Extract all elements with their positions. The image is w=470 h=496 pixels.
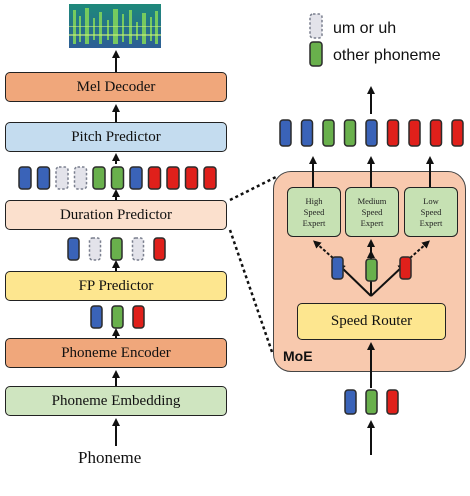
legend-other-swatch	[309, 41, 323, 67]
moe-input-phoneme-token	[344, 389, 357, 415]
duration-output-phoneme-token	[184, 166, 199, 190]
fp-output-phoneme-token	[67, 237, 80, 261]
speed-router-label: Speed Router	[330, 313, 413, 329]
input-phoneme-label: Phoneme	[78, 448, 142, 467]
moe-output-phoneme-token	[386, 119, 400, 147]
moe-input-phoneme-token	[386, 389, 399, 415]
duration-output-phoneme-token	[92, 166, 106, 190]
moe-output-phoneme-token	[365, 119, 378, 147]
fp-output-filler-token	[88, 237, 102, 261]
low-speed-expert-block: Low Speed Expert	[404, 187, 458, 237]
moe-output-phoneme-token	[300, 119, 314, 147]
router-out-phoneme-token	[365, 258, 378, 282]
medium-speed-expert-block: Medium Speed Expert	[345, 187, 399, 237]
moe-label: MoE	[283, 348, 313, 364]
fp-output-phoneme-token	[110, 237, 123, 261]
high-speed-expert-block: High Speed Expert	[287, 187, 341, 237]
pitch-predictor-block: Pitch Predictor	[5, 122, 227, 152]
duration-output-phoneme-token	[110, 166, 125, 190]
fp-predictor-label: FP Predictor	[78, 277, 154, 294]
phoneme-encoder-label: Phoneme Encoder	[61, 344, 171, 361]
moe-output-phoneme-token	[343, 119, 357, 147]
mel-decoder-block: Mel Decoder	[5, 72, 227, 102]
duration-output-phoneme-token	[203, 166, 217, 190]
encoder-output-phoneme-token	[90, 305, 103, 329]
duration-predictor-block: Duration Predictor	[5, 200, 227, 230]
arrow-router-to-red	[370, 263, 406, 297]
zoom-connector-top	[229, 174, 279, 202]
duration-output-phoneme-token	[36, 166, 51, 190]
legend-filler-swatch	[309, 13, 323, 39]
router-out-phoneme-token	[331, 256, 344, 280]
moe-output-phoneme-token	[322, 119, 335, 147]
medium-speed-expert-label: Medium Speed Expert	[357, 195, 387, 228]
duration-predictor-label: Duration Predictor	[59, 206, 173, 223]
phoneme-embedding-block: Phoneme Embedding	[5, 386, 227, 416]
duration-output-filler-token	[73, 166, 88, 190]
fp-predictor-block: FP Predictor	[5, 271, 227, 301]
duration-output-phoneme-token	[147, 166, 162, 190]
mel-spectrogram-image	[69, 4, 161, 48]
duration-output-phoneme-token	[18, 166, 32, 190]
duration-output-phoneme-token	[129, 166, 143, 190]
duration-output-filler-token	[55, 166, 69, 190]
speed-router-block: Speed Router	[297, 303, 446, 340]
moe-output-phoneme-token	[429, 119, 443, 147]
moe-output-phoneme-token	[408, 119, 421, 147]
phoneme-encoder-block: Phoneme Encoder	[5, 338, 227, 368]
moe-output-phoneme-token	[279, 119, 292, 147]
arrow-red-to-low-expert	[409, 240, 430, 259]
low-speed-expert-label: Low Speed Expert	[419, 195, 443, 228]
phoneme-embedding-label: Phoneme Embedding	[51, 392, 181, 409]
fp-output-filler-token	[131, 237, 145, 261]
encoder-output-phoneme-token	[111, 305, 124, 329]
mel-decoder-label: Mel Decoder	[76, 78, 156, 95]
router-out-phoneme-token	[399, 256, 412, 280]
legend-filler-label: um or uh	[333, 20, 397, 37]
pitch-predictor-label: Pitch Predictor	[71, 128, 161, 145]
moe-input-phoneme-token	[365, 389, 378, 415]
moe-output-phoneme-token	[451, 119, 464, 147]
duration-output-phoneme-token	[166, 166, 180, 190]
token-layer	[18, 13, 464, 415]
arrow-router-to-blue	[337, 263, 372, 297]
fp-output-phoneme-token	[153, 237, 166, 261]
arrow-blue-to-high-expert	[313, 240, 334, 259]
high-speed-expert-label: High Speed Expert	[302, 195, 326, 228]
legend-other-label: other phoneme	[333, 47, 441, 64]
encoder-output-phoneme-token	[132, 305, 145, 329]
zoom-connector-bottom	[228, 229, 274, 353]
